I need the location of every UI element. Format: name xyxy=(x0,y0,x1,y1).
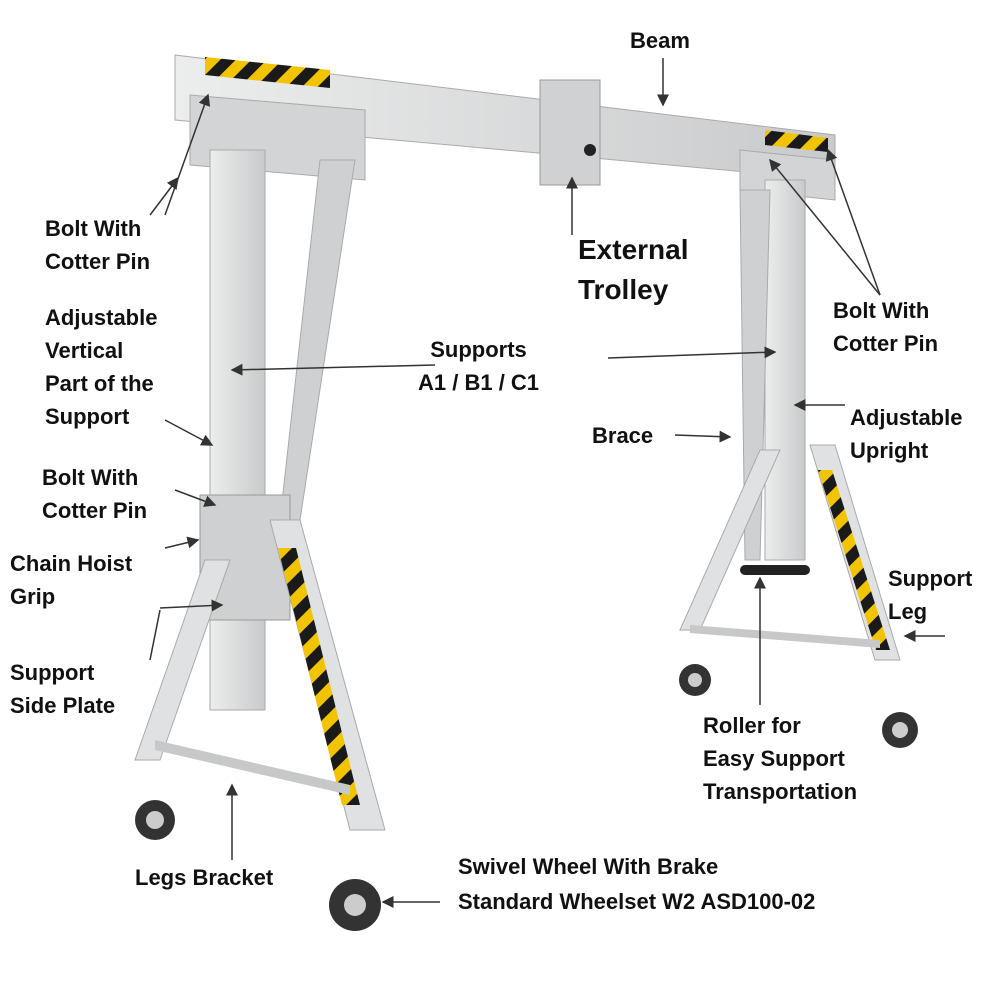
left-upright xyxy=(209,149,266,711)
label-line: Easy Support xyxy=(703,746,845,771)
label-line: Chain Hoist xyxy=(10,551,133,576)
label-external-trolley: External Trolley xyxy=(578,230,689,310)
left-brace xyxy=(279,159,356,521)
label-line: Roller for xyxy=(703,713,801,738)
label-line: Side Plate xyxy=(10,693,116,718)
label-support-side-plate: Support Side Plate xyxy=(10,656,115,722)
label-bolt-cotter-pin-top-right: Bolt With Cotter Pin xyxy=(833,294,938,360)
label-line: Vertical xyxy=(45,338,124,363)
label-line: Leg xyxy=(888,599,928,624)
label-brace: Brace xyxy=(592,423,654,448)
label-line: Bolt With xyxy=(42,465,139,490)
label-swivel-wheel: Swivel Wheel With Brake Standard Wheelse… xyxy=(458,849,815,919)
label-line: Standard Wheelset W2 ASD100-02 xyxy=(458,889,816,914)
leader-lines xyxy=(149,58,945,908)
label-adjustable-upright: Adjustable Upright xyxy=(850,401,962,467)
label-adjustable-vertical-part: Adjustable Vertical Part of the Support xyxy=(45,301,157,433)
label-bolt-cotter-pin-mid: Bolt With Cotter Pin xyxy=(42,461,147,527)
label-line: Bolt With xyxy=(45,216,142,241)
label-legs-bracket: Legs Bracket xyxy=(135,865,274,890)
label-line: Support xyxy=(888,566,973,591)
label-line: Cotter Pin xyxy=(45,249,151,274)
label-line: Transportation xyxy=(703,779,858,804)
label-line: External xyxy=(578,234,689,265)
label-line: A1 / B1 / C1 xyxy=(418,370,540,395)
roller xyxy=(740,565,810,575)
hazard-stripe-left xyxy=(205,57,330,88)
label-line: Support xyxy=(10,660,95,685)
trolley xyxy=(539,79,601,186)
label-beam: Beam xyxy=(630,28,690,53)
hazard-stripe-right xyxy=(765,130,828,152)
label-line: Support xyxy=(45,404,130,429)
label-line: Cotter Pin xyxy=(833,331,939,356)
label-line: Grip xyxy=(10,584,56,609)
label-line: Swivel Wheel With Brake xyxy=(458,854,719,879)
label-supports: Supports A1 / B1 / C1 xyxy=(418,333,539,399)
label-bolt-cotter-pin-top-left: Bolt With Cotter Pin xyxy=(45,212,150,278)
label-line: Part of the xyxy=(45,371,154,396)
label-support-leg: Support Leg xyxy=(888,562,972,628)
left-leg-back xyxy=(134,559,231,761)
label-roller: Roller for Easy Support Transportation xyxy=(703,709,857,808)
label-line: Bolt With xyxy=(833,298,930,323)
label-line: Supports xyxy=(430,337,527,362)
label-line: Adjustable xyxy=(850,405,963,430)
right-upright xyxy=(764,179,806,561)
label-chain-hoist-grip: Chain Hoist Grip xyxy=(10,547,132,613)
label-line: Upright xyxy=(850,438,929,463)
label-line: Trolley xyxy=(578,274,669,305)
label-line: Adjustable xyxy=(45,305,158,330)
right-end-plate xyxy=(739,149,836,201)
legs-bracket xyxy=(155,740,350,795)
label-line: Cotter Pin xyxy=(42,498,148,523)
